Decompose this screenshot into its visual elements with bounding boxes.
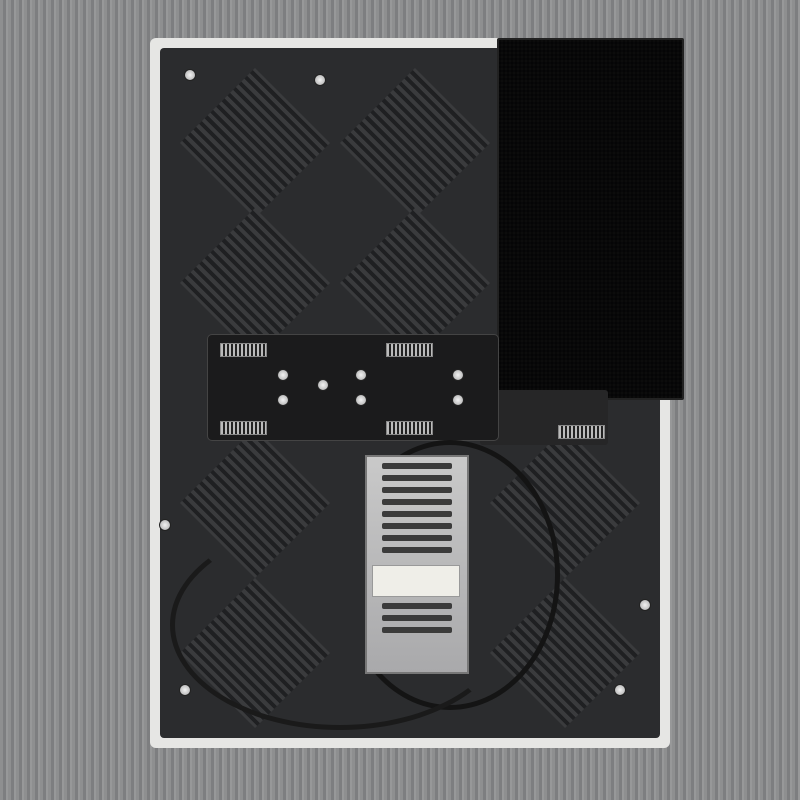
screw-icon [356,395,366,405]
ribbon-connector [558,425,605,439]
ribbon-connector [386,343,433,357]
power-supply [365,455,469,674]
screw-icon [315,75,325,85]
screw-icon [615,685,625,695]
data-cable [340,440,560,710]
rib-pattern [340,68,490,218]
ribbon-connector [386,421,433,435]
ribbon-connector [220,421,267,435]
screw-icon [453,370,463,380]
screw-icon [453,395,463,405]
screw-icon [318,380,328,390]
hub-adapter-board [480,390,608,445]
ribbon-connector [220,343,267,357]
screw-icon [180,685,190,695]
hub-card [208,335,498,440]
power-cable [170,520,510,730]
screw-icon [160,520,170,530]
screw-icon [278,395,288,405]
led-module [497,38,684,400]
screw-icon [356,370,366,380]
screw-icon [640,600,650,610]
rib-pattern [180,68,330,218]
screw-icon [278,370,288,380]
screw-icon [185,70,195,80]
power-supply-label [372,565,460,597]
